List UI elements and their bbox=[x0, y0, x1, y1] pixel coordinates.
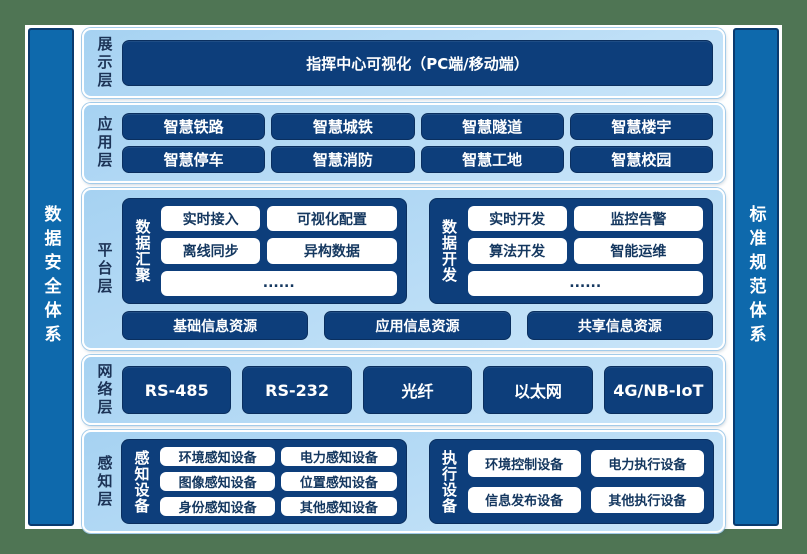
network-body: RS-485 RS-232 光纤 以太网 4G/NB-IoT bbox=[120, 363, 715, 417]
platform-item: 异构数据 bbox=[267, 238, 397, 264]
group-data-development: 数据开发 实时开发 监控告警 算法开发 智能运维 ...... bbox=[428, 198, 713, 304]
device-box: 其他感知设备 bbox=[281, 497, 397, 516]
group-sensing-devices: 感知设备 环境感知设备 电力感知设备 图像感知设备 位置感知设备 身份感知设备 … bbox=[121, 439, 407, 524]
presentation-box: 指挥中心可视化（PC端/移动端） bbox=[122, 40, 713, 86]
application-box: 智慧工地 bbox=[420, 146, 564, 173]
device-box: 环境控制设备 bbox=[467, 450, 581, 477]
application-box: 智慧隧道 bbox=[420, 113, 564, 140]
platform-item: 离线同步 bbox=[161, 238, 261, 264]
network-box: RS-485 bbox=[122, 366, 232, 414]
diagram-canvas: 数据安全体系 标准规范体系 展示层 指挥中心可视化（PC端/移动端） 应用层 bbox=[25, 25, 782, 533]
sidebar-data-security: 数据安全体系 bbox=[28, 28, 74, 526]
application-box: 智慧停车 bbox=[122, 146, 266, 173]
network-box: RS-232 bbox=[242, 366, 352, 414]
device-box: 信息发布设备 bbox=[467, 486, 581, 513]
group-sensing-devices-grid: 环境感知设备 电力感知设备 图像感知设备 位置感知设备 身份感知设备 其他感知设… bbox=[160, 447, 397, 516]
sidebar-standards: 标准规范体系 bbox=[733, 28, 779, 526]
layer-label-application-text: 应用层 bbox=[95, 116, 114, 170]
application-box: 智慧校园 bbox=[569, 146, 713, 173]
layer-label-presentation: 展示层 bbox=[90, 36, 120, 90]
resource-bar: 基础信息资源 bbox=[122, 311, 309, 340]
layer-label-perception: 感知层 bbox=[90, 438, 120, 525]
device-box: 位置感知设备 bbox=[281, 472, 397, 491]
resource-bar: 共享信息资源 bbox=[526, 311, 713, 340]
network-grid: RS-485 RS-232 光纤 以太网 4G/NB-IoT bbox=[120, 363, 715, 417]
application-box: 智慧消防 bbox=[271, 146, 415, 173]
platform-body: 数据汇聚 实时接入 可视化配置 离线同步 异构数据 ...... bbox=[120, 196, 715, 342]
group-data-aggregation-grid: 实时接入 可视化配置 离线同步 异构数据 ...... bbox=[161, 206, 397, 296]
platform-groups: 数据汇聚 实时接入 可视化配置 离线同步 异构数据 ...... bbox=[122, 198, 713, 304]
platform-item: 实时开发 bbox=[467, 206, 567, 232]
layer-label-presentation-text: 展示层 bbox=[95, 36, 114, 90]
group-sensing-devices-label-text: 感知设备 bbox=[132, 449, 151, 514]
network-box: 4G/NB-IoT bbox=[603, 366, 714, 414]
device-box: 电力感知设备 bbox=[281, 447, 397, 466]
group-data-aggregation: 数据汇聚 实时接入 可视化配置 离线同步 异构数据 ...... bbox=[122, 198, 407, 304]
platform-item: 智能运维 bbox=[573, 238, 703, 264]
platform-resource-bars: 基础信息资源 应用信息资源 共享信息资源 bbox=[122, 311, 713, 340]
group-data-aggregation-label: 数据汇聚 bbox=[132, 206, 154, 296]
perception-groups: 感知设备 环境感知设备 电力感知设备 图像感知设备 位置感知设备 身份感知设备 … bbox=[120, 438, 715, 525]
layer-label-application: 应用层 bbox=[90, 111, 120, 175]
platform-item: 实时接入 bbox=[161, 206, 261, 232]
network-box: 光纤 bbox=[362, 366, 473, 414]
sidebar-standards-label: 标准规范体系 bbox=[745, 205, 766, 349]
application-body: 智慧铁路 智慧城铁 智慧隧道 智慧楼宇 智慧停车 智慧消防 智慧工地 智慧校园 bbox=[120, 111, 715, 175]
group-execution-devices-label-text: 执行设备 bbox=[440, 449, 458, 514]
group-data-aggregation-label-text: 数据汇聚 bbox=[133, 219, 152, 283]
application-grid: 智慧铁路 智慧城铁 智慧隧道 智慧楼宇 智慧停车 智慧消防 智慧工地 智慧校园 bbox=[120, 111, 715, 175]
device-box: 其他执行设备 bbox=[590, 486, 704, 513]
group-data-development-label: 数据开发 bbox=[439, 206, 461, 296]
layer-label-platform: 平台层 bbox=[90, 196, 120, 342]
layer-label-network: 网络层 bbox=[90, 363, 120, 417]
group-execution-devices-grid: 环境控制设备 电力执行设备 信息发布设备 其他执行设备 bbox=[467, 447, 704, 516]
network-box: 以太网 bbox=[483, 366, 593, 414]
layer-label-platform-text: 平台层 bbox=[95, 242, 114, 296]
group-data-development-label-text: 数据开发 bbox=[440, 219, 458, 283]
layer-label-network-text: 网络层 bbox=[95, 363, 114, 417]
layer-label-perception-text: 感知层 bbox=[95, 454, 114, 509]
group-execution-devices: 执行设备 环境控制设备 电力执行设备 信息发布设备 其他执行设备 bbox=[428, 439, 714, 524]
presentation-body: 指挥中心可视化（PC端/移动端） bbox=[120, 36, 715, 90]
device-box: 图像感知设备 bbox=[160, 472, 276, 491]
device-box: 环境感知设备 bbox=[160, 447, 276, 466]
group-data-development-grid: 实时开发 监控告警 算法开发 智能运维 ...... bbox=[467, 206, 703, 296]
layer-panel-presentation: 展示层 指挥中心可视化（PC端/移动端） bbox=[82, 28, 725, 98]
layer-panel-application: 应用层 智慧铁路 智慧城铁 智慧隧道 智慧楼宇 智慧停车 智慧消防 智慧工地 智… bbox=[82, 103, 725, 183]
platform-item-more: ...... bbox=[467, 270, 703, 296]
layer-panel-platform: 平台层 数据汇聚 实时接入 可视化配置 离线同步 异构数据 bbox=[82, 188, 725, 350]
platform-item: 监控告警 bbox=[573, 206, 703, 232]
platform-item-more: ...... bbox=[161, 270, 397, 296]
layer-panel-perception: 感知层 感知设备 环境感知设备 电力感知设备 图像感知设备 位置 bbox=[82, 430, 725, 533]
layer-panel-network: 网络层 RS-485 RS-232 光纤 以太网 4G/NB-IoT bbox=[82, 355, 725, 425]
application-box: 智慧城铁 bbox=[271, 113, 415, 140]
platform-item: 算法开发 bbox=[467, 238, 567, 264]
perception-body: 感知设备 环境感知设备 电力感知设备 图像感知设备 位置感知设备 身份感知设备 … bbox=[120, 438, 715, 525]
device-box: 电力执行设备 bbox=[590, 450, 704, 477]
sidebar-data-security-label: 数据安全体系 bbox=[40, 205, 61, 349]
device-box: 身份感知设备 bbox=[160, 497, 276, 516]
group-sensing-devices-label: 感知设备 bbox=[131, 447, 153, 516]
resource-bar: 应用信息资源 bbox=[324, 311, 511, 340]
platform-item: 可视化配置 bbox=[267, 206, 397, 232]
layer-stack: 展示层 指挥中心可视化（PC端/移动端） 应用层 智慧铁路 智慧城铁 智慧隧道 … bbox=[82, 28, 725, 533]
application-box: 智慧楼宇 bbox=[569, 113, 713, 140]
group-execution-devices-label: 执行设备 bbox=[439, 447, 461, 516]
application-box: 智慧铁路 bbox=[122, 113, 266, 140]
